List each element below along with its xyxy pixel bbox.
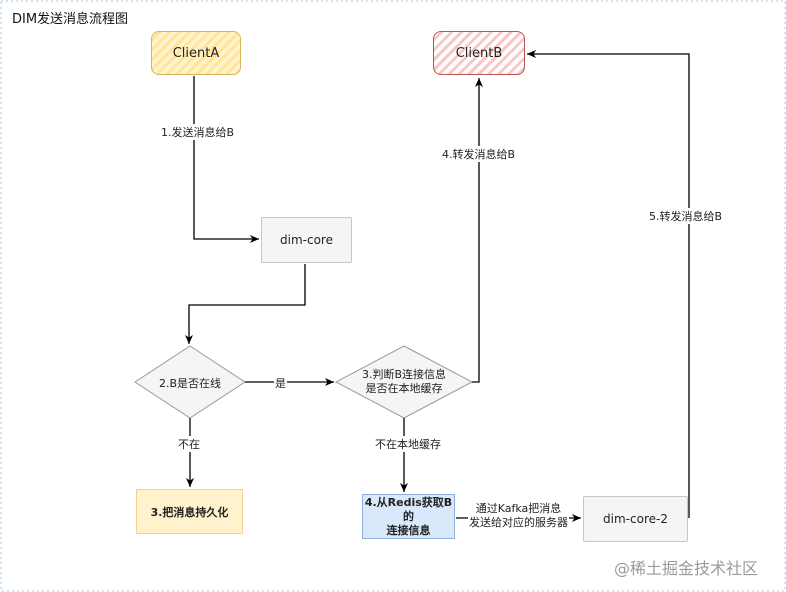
dim-core-node: dim-core xyxy=(261,217,352,263)
client-b-label: ClientB xyxy=(455,45,503,61)
client-a-label: ClientA xyxy=(172,45,220,61)
redis-label-line2: 连接信息 xyxy=(386,523,431,537)
edge-forward-to-clientb xyxy=(472,78,483,383)
edge-label-send-to-b: 1.发送消息给B xyxy=(160,124,236,140)
edge-label-kafka-line1: 通过Kafka把消息 xyxy=(475,502,562,515)
persist-label: 3.把消息持久化 xyxy=(150,505,229,519)
edge-clienta-to-dimcore xyxy=(193,76,259,243)
client-b-node: ClientB xyxy=(433,31,525,75)
edge-label-kafka-line2: 发送给对应的服务器 xyxy=(469,516,568,529)
client-a-node: ClientA xyxy=(151,31,241,75)
decision-online-label: 2.B是否在线 xyxy=(158,377,222,390)
decision-local-cache-label: 3.判断B连接信息 是否在本地缓存 xyxy=(344,368,464,396)
decision-local-cache-line1: 3.判断B连接信息 xyxy=(361,368,447,381)
edge-label-not-in-local: 不在本地缓存 xyxy=(374,436,442,452)
edge-dimcore2-to-clientb xyxy=(527,50,690,518)
watermark: @稀土掘金技术社区 xyxy=(614,559,759,578)
dim-core-label: dim-core xyxy=(280,233,333,247)
edge-label-yes: 是 xyxy=(274,375,287,391)
dim-core-2-node: dim-core-2 xyxy=(583,496,688,542)
edge-dimcore-to-online-check xyxy=(185,264,306,344)
edge-label-forward-to-b: 4.转发消息给B xyxy=(441,146,517,162)
decision-local-cache-line2: 是否在本地缓存 xyxy=(365,382,443,395)
edge-label-kafka: 通过Kafka把消息 发送给对应的服务器 xyxy=(468,502,569,530)
dim-core-2-label: dim-core-2 xyxy=(603,512,668,526)
redis-label-line1: 4.从Redis获取B的 xyxy=(364,495,453,523)
diagram-title: DIM发送消息流程图 xyxy=(12,12,129,27)
persist-node: 3.把消息持久化 xyxy=(136,489,243,534)
redis-node: 4.从Redis获取B的 连接信息 xyxy=(362,494,455,539)
edge-label-no: 不在 xyxy=(177,436,201,452)
edge-label-core2-to-b: 5.转发消息给B xyxy=(648,208,724,224)
